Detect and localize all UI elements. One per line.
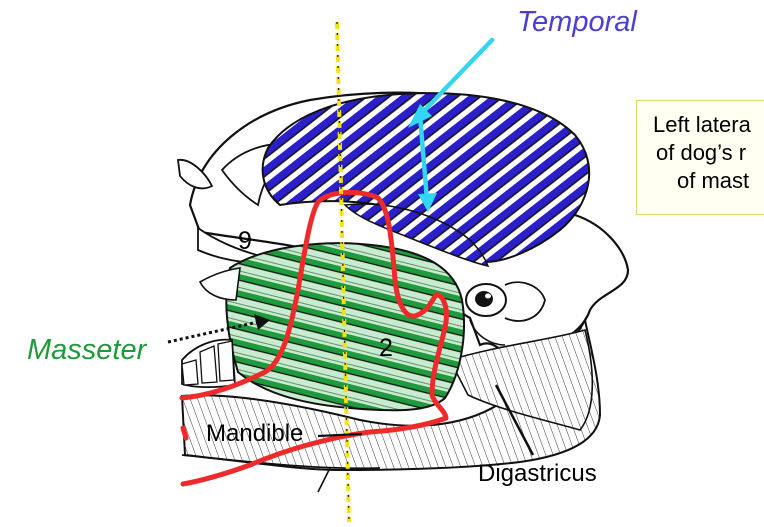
caption-line: of mast — [677, 168, 750, 193]
mandible-pointer-line — [317, 432, 363, 438]
digastricus-muscle — [448, 329, 594, 431]
mandible-tick — [317, 467, 331, 493]
masseter-muscle — [225, 242, 465, 412]
digastricus-label: Digastricus — [478, 460, 597, 487]
mandible-ventral-border — [181, 454, 381, 470]
postorbital-process — [176, 159, 214, 190]
masseter-label: Masseter — [27, 334, 147, 366]
red-mandible-mark — [180, 425, 189, 441]
temporal-label: Temporal — [517, 6, 637, 38]
digastricus-pointer-line — [494, 384, 535, 456]
region-number-9: 9 — [238, 227, 252, 255]
ear-region — [465, 281, 546, 346]
caption-text: Left latera of dog’s r of mast — [637, 111, 764, 195]
caption-box: Left latera of dog’s r of mast — [636, 100, 764, 215]
red-masseter-boundary — [179, 189, 449, 487]
region-number-2: 2 — [379, 334, 393, 362]
masseter-pointer-arrow — [167, 314, 270, 344]
temporal-pointer-arrows — [408, 37, 495, 212]
caption-line: of dog’s r — [656, 140, 747, 165]
mandible-body — [180, 316, 602, 472]
mandible-label: Mandible — [206, 420, 304, 447]
teeth-row — [181, 267, 241, 389]
caption-line: Left latera — [653, 112, 751, 137]
yellow-reference-line — [335, 21, 351, 523]
